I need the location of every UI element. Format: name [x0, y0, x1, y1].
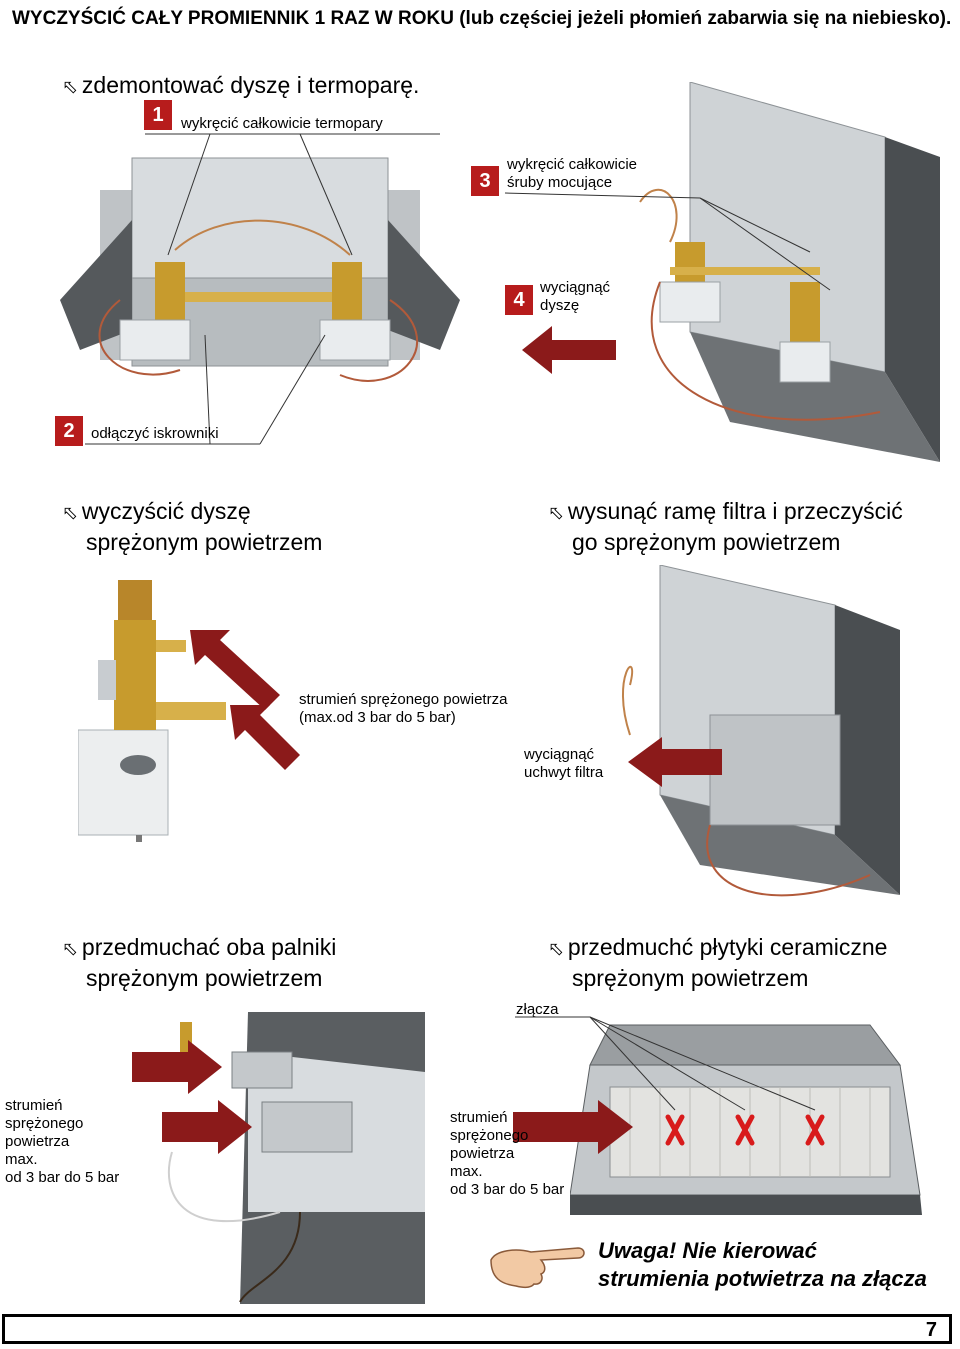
pointer-triangle-icon: ⬁: [548, 503, 564, 524]
photo-burners-closeup: [168, 1012, 425, 1304]
label-line: sprężonego: [5, 1115, 84, 1132]
page-heading: WYCZYŚCIĆ CAŁY PROMIENNIK 1 RAZ W ROKU (…: [12, 8, 952, 29]
step-line: wysunąć ramę filtra i przeczyścić: [567, 498, 903, 524]
label-line: od 3 bar do 5 bar: [5, 1169, 120, 1186]
label-line: powietrza: [450, 1145, 515, 1162]
air-arrows-nozzle: [190, 630, 300, 770]
page-number: 7: [925, 1319, 937, 1341]
callout-text-4: wyciągnąć dyszę: [540, 279, 611, 314]
step-line: przedmuchć płytyki ceramiczne: [567, 934, 888, 960]
page-footer: 7: [2, 1314, 952, 1344]
air-pressure-label-right: strumień sprężonego powietrza max. od 3 …: [450, 1109, 564, 1199]
filter-handle-label: wyciągnąć uchwyt filtra: [524, 746, 603, 782]
air-pressure-label-left: strumień sprężonego powietrza max. od 3 …: [5, 1097, 119, 1187]
label-line: powietrza: [5, 1133, 70, 1150]
callout-number-2: 2: [55, 416, 83, 446]
photo-burner-front: [60, 157, 460, 382]
label-line: sprężonego: [450, 1127, 529, 1144]
step-remove-nozzle: ⬁zdemontować dyszę i termoparę.: [62, 71, 419, 102]
callout-text-3: wykręcić całkowicie śruby mocujące: [507, 156, 638, 191]
label-line: max.: [5, 1151, 38, 1168]
label-line: od 3 bar do 5 bar: [450, 1181, 565, 1198]
step-blow-ceramic: ⬁przedmuchć płytyki ceramiczne sprężonym…: [548, 933, 887, 992]
callout-lines-section1: [85, 133, 831, 445]
callout-text-2: odłączyć iskrowniki: [91, 425, 219, 442]
photo-ceramic-plates: [570, 1024, 922, 1215]
callout-number-4: 4: [505, 285, 533, 315]
label-line: uchwyt filtra: [524, 764, 604, 781]
pointer-triangle-icon: ⬁: [62, 503, 78, 524]
label-line: strumień: [5, 1097, 63, 1114]
pointer-triangle-icon: ⬁: [62, 939, 78, 960]
warning-line: Uwaga! Nie kierować: [598, 1238, 817, 1263]
pointer-triangle-icon: ⬁: [548, 939, 564, 960]
callout-text-1: wykręcić całkowicie termopary: [181, 115, 383, 132]
step-text: zdemontować dyszę i termoparę.: [81, 72, 420, 98]
step-blow-burners: ⬁przedmuchać oba palniki sprężonym powie…: [62, 933, 336, 992]
step-line: sprężonym powietrzem: [86, 529, 323, 555]
air-pressure-label: strumień sprężonego powietrza (max.od 3 …: [299, 691, 507, 727]
label-line: wyciągnąć: [524, 746, 595, 763]
warning-text: Uwaga! Nie kierować strumienia potwietrz…: [598, 1237, 927, 1293]
step-clean-filter: ⬁wysunąć ramę filtra i przeczyścić go sp…: [548, 497, 903, 556]
callout-lines-section3: [132, 1016, 816, 1154]
label-line: strumień: [450, 1109, 508, 1126]
step-line: sprężonym powietrzem: [572, 965, 809, 991]
step-clean-nozzle: ⬁wyczyścić dyszę sprężonym powietrzem: [62, 497, 322, 556]
callout-number-3: 3: [471, 166, 499, 196]
step-line: go sprężonym powietrzem: [572, 529, 841, 555]
joints-label: złącza: [516, 1001, 559, 1018]
pointing-hand-icon: [490, 1247, 585, 1289]
photo-nozzle: [78, 580, 226, 842]
step-line: wyczyścić dyszę: [81, 498, 251, 524]
label-line: (max.od 3 bar do 5 bar): [299, 709, 456, 726]
photo-burner-side: [639, 82, 940, 462]
warning-line: strumienia potwietrza na złącza: [598, 1266, 927, 1291]
label-line: strumień sprężonego powietrza: [299, 691, 508, 708]
step-line: sprężonym powietrzem: [86, 965, 323, 991]
label-line: max.: [450, 1163, 483, 1180]
step-line: przedmuchać oba palniki: [81, 934, 337, 960]
pull-arrow-filter: [628, 737, 722, 787]
callout-number-1: 1: [144, 100, 172, 130]
pointer-triangle-icon: ⬁: [62, 77, 78, 98]
